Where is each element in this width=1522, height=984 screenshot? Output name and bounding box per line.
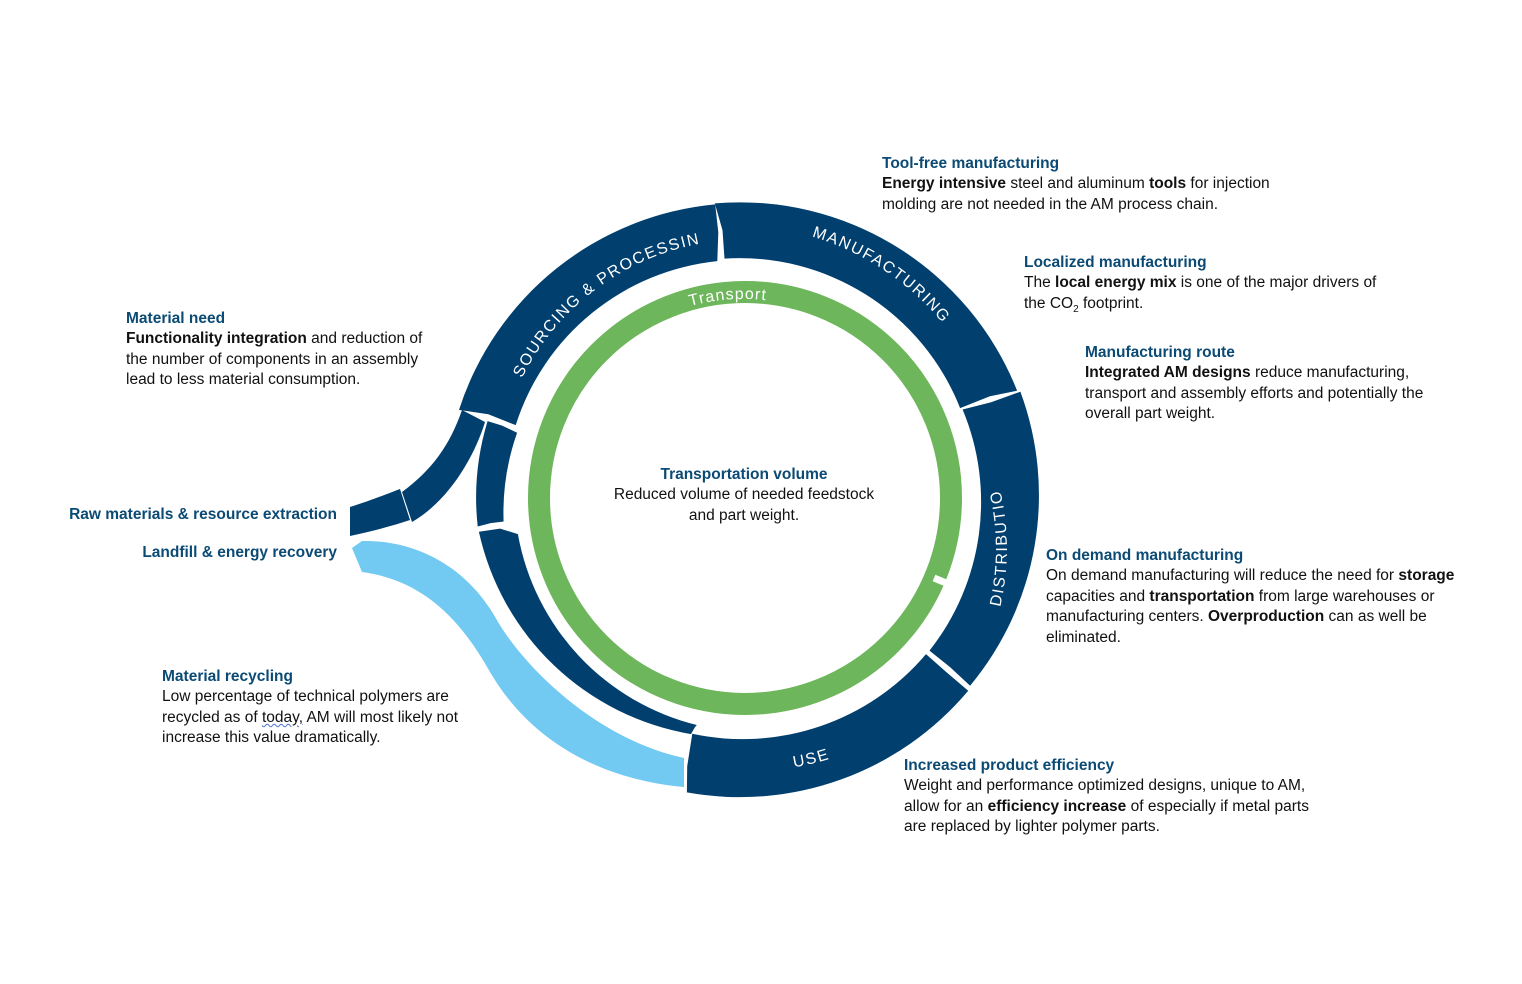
note-efficiency: Increased product efficiency Weight and … [904, 756, 1319, 838]
ring-segment-return [476, 421, 518, 527]
note-text: capacities and [1046, 587, 1150, 605]
note-on-demand: On demand manufacturing On demand manufa… [1046, 546, 1466, 648]
note-text: of especially if metal parts are replace… [904, 797, 1309, 836]
note-title: Material recycling [162, 668, 293, 685]
note-title: Manufacturing route [1085, 344, 1235, 361]
note-localized: Localized manufacturing The local energy… [1024, 253, 1396, 314]
note-text: steel and aluminum [1006, 175, 1150, 193]
emphasis: tools [1149, 175, 1187, 193]
emphasis: local energy mix [1055, 274, 1177, 292]
ring-segment-manufacturing [714, 202, 1018, 409]
landfill-arm [352, 540, 684, 787]
raw-material-arm-curve [402, 410, 485, 522]
center-line-2: and part weight. [688, 506, 800, 524]
ring-segment-use [686, 654, 969, 798]
note-text: On demand manufacturing will reduce the … [1046, 567, 1399, 585]
emphasis: Integrated AM designs [1085, 364, 1251, 382]
spellcheck-underlined-word: today, [261, 708, 304, 726]
note-text: can as well be eliminated. [1046, 608, 1427, 646]
note-recycling: Material recycling Low percentage of tec… [162, 667, 462, 749]
raw-materials-label: Raw materials & resource extraction [69, 506, 337, 523]
center-text: Transportation volume Reduced volume of … [594, 465, 894, 526]
note-text: for injection molding are not needed in … [882, 175, 1270, 213]
note-title: On demand manufacturing [1046, 547, 1244, 564]
note-text: and reduction of the number of component… [126, 330, 423, 389]
ring-segment-end-of-life [478, 528, 697, 735]
note-title: Increased product efficiency [904, 757, 1115, 774]
center-title: Transportation volume [660, 466, 828, 483]
note-tool-free: Tool-free manufacturing Energy intensive… [882, 154, 1282, 215]
emphasis: Energy intensive [882, 175, 1007, 193]
emphasis: Overproduction [1207, 608, 1325, 626]
emphasis: Functionality integration [126, 330, 307, 348]
note-title: Material need [126, 310, 226, 327]
note-text: is one of the major drivers of the CO [1024, 274, 1377, 312]
center-line-1: Reduced volume of needed feedstock [613, 486, 875, 504]
note-text: The [1024, 274, 1056, 292]
note-text: from large warehouses or manufacturing c… [1046, 587, 1435, 626]
note-text: footprint. [1078, 294, 1144, 312]
note-text: Low percentage of technical polymers are… [162, 688, 449, 726]
emphasis: storage [1398, 567, 1455, 585]
transport-ring-gap [932, 574, 953, 589]
emphasis: transportation [1149, 587, 1255, 605]
note-text: AM will most likely not increase this va… [162, 708, 459, 747]
note-material-need: Material need Functionality integration … [126, 309, 431, 391]
note-text: Weight and performance optimized designs… [904, 777, 1306, 815]
note-route: Manufacturing route Integrated AM design… [1085, 343, 1450, 425]
emphasis: efficiency increase [987, 797, 1127, 815]
subscript: 2 [1073, 303, 1079, 315]
note-title: Localized manufacturing [1024, 254, 1207, 271]
raw-material-arm [350, 489, 410, 536]
note-title: Tool-free manufacturing [882, 155, 1060, 172]
ring-segment-sourcing [459, 204, 719, 426]
landfill-label: Landfill & energy recovery [142, 544, 337, 561]
transport-ring [528, 281, 962, 715]
ring-segment-distribution [929, 391, 1039, 686]
note-text: reduce manufacturing, transport and asse… [1085, 364, 1424, 423]
